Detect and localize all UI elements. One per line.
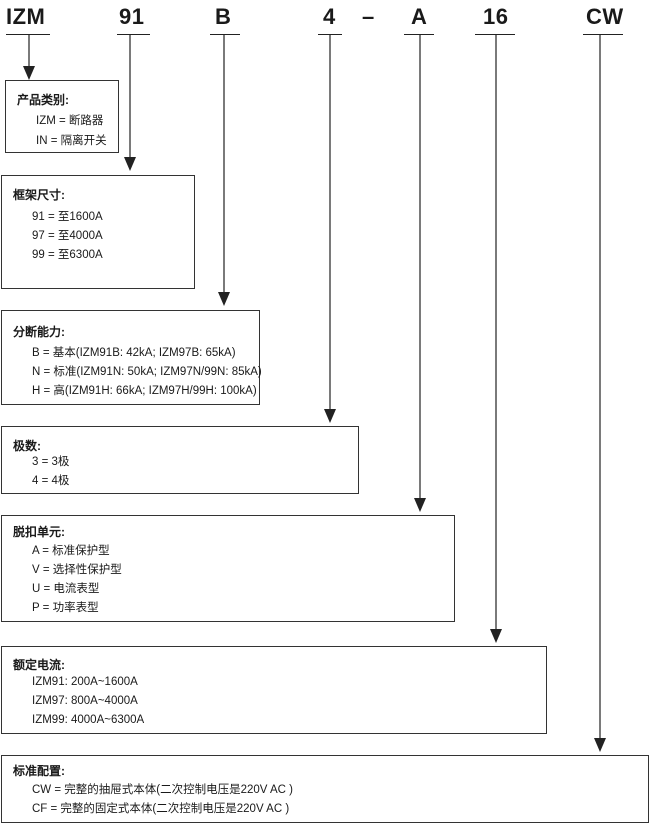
trip-unit-title: 脱扣单元: [13,525,65,539]
poles-title: 极数: [13,439,41,453]
code-segment-4: 4 [323,4,336,29]
trip-unit-box: 脱扣单元: A = 标准保护型 V = 选择性保护型 U = 电流表型 P = … [1,515,455,622]
trip-unit-line: A = 标准保护型 [32,545,110,557]
code-underline-izm [6,34,50,35]
frame-size-line: 91 = 至1600A [32,211,103,223]
rated-current-title: 额定电流: [13,658,65,672]
frame-size-title: 框架尺寸: [13,188,65,202]
standard-configuration-title: 标准配置: [13,764,65,778]
frame-size-line: 99 = 至6300A [32,249,103,261]
standard-configuration-line: CW = 完整的抽屉式本体(二次控制电压是220V AC ) [32,784,294,796]
breaking-capacity-line: B = 基本(IZM91B: 42kA; IZM97B: 65kA) [32,347,236,359]
product-category-title: 产品类别: [17,93,69,107]
poles-line: 3 = 3极 [32,456,70,468]
arrow-cw-head [594,738,606,752]
product-category-line: IZM = 断路器 [36,115,104,127]
code-segment-cw: CW [586,4,624,29]
rated-current-box: 额定电流: IZM91: 200A~1600A IZM97: 800A~4000… [1,646,547,734]
trip-unit-line: P = 功率表型 [32,602,99,614]
code-separator-dash: – [362,4,375,29]
arrow-4-head [324,409,336,423]
code-underline-a [404,34,434,35]
frame-size-box: 框架尺寸: 91 = 至1600A 97 = 至4000A 99 = 至6300… [1,175,195,289]
breaking-capacity-line: H = 高(IZM91H: 66kA; IZM97H/99H: 100kA) [32,385,257,397]
breaking-capacity-box: 分断能力: B = 基本(IZM91B: 42kA; IZM97B: 65kA)… [1,310,262,405]
trip-unit-line: V = 选择性保护型 [32,564,122,576]
breaking-capacity-title: 分断能力: [13,325,65,339]
arrow-a-head [414,498,426,512]
arrow-izm-head [23,66,35,80]
poles-line: 4 = 4极 [32,475,70,487]
code-segment-a: A [411,4,428,29]
code-segment-16: 16 [483,4,509,29]
breaking-capacity-line: N = 标准(IZM91N: 50kA; IZM97N/99N: 85kA) [32,366,262,378]
code-segment-izm: IZM [6,4,46,29]
arrow-b-head [218,292,230,306]
product-category-box: 产品类别: IZM = 断路器 IN = 隔离开关 [5,80,119,153]
code-segment-b: B [215,4,232,29]
rated-current-line: IZM91: 200A~1600A [32,676,138,688]
trip-unit-line: U = 电流表型 [32,583,100,595]
code-underline-91 [117,34,150,35]
product-category-line: IN = 隔离开关 [36,135,107,147]
code-segment-91: 91 [119,4,145,29]
code-underline-b [210,34,240,35]
code-underline-16 [475,34,515,35]
arrow-91-head [124,157,136,171]
poles-box: 极数: 3 = 3极 4 = 4极 [1,426,359,494]
rated-current-line: IZM99: 4000A~6300A [32,714,145,726]
arrow-16-head [490,629,502,643]
code-underline-4 [318,34,342,35]
frame-size-line: 97 = 至4000A [32,230,103,242]
rated-current-line: IZM97: 800A~4000A [32,695,138,707]
code-underline-cw [583,34,623,35]
standard-configuration-box: 标准配置: CW = 完整的抽屉式本体(二次控制电压是220V AC ) CF … [1,755,649,823]
standard-configuration-line: CF = 完整的固定式本体(二次控制电压是220V AC ) [32,803,290,815]
